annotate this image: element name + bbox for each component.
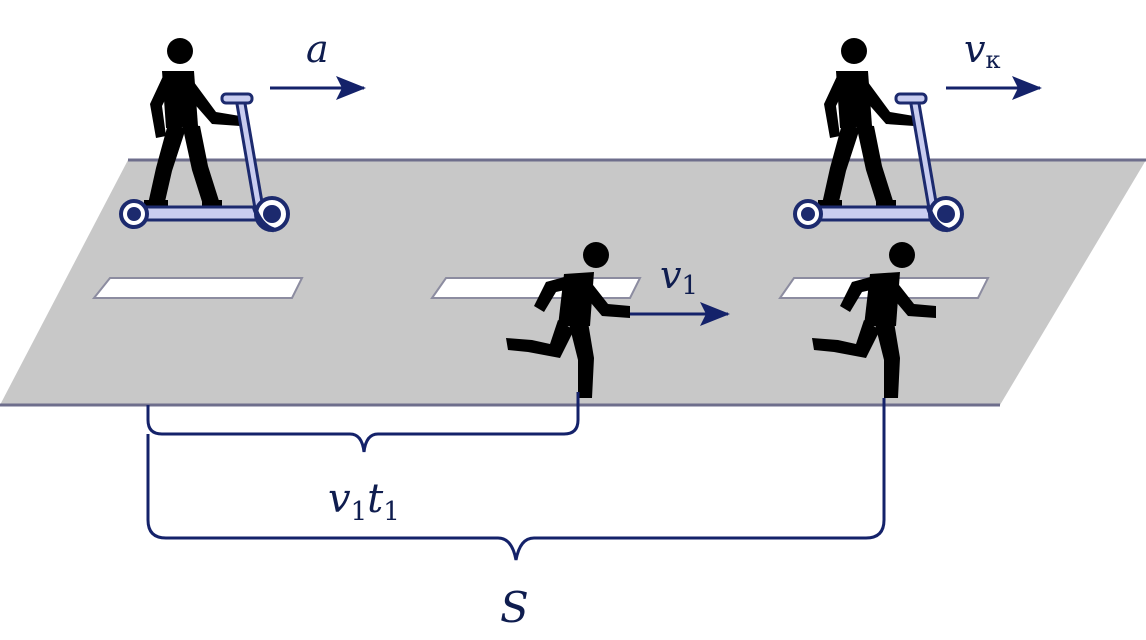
- runner-distance-label: v1t1: [328, 476, 400, 527]
- final-speed-label: vк: [964, 27, 1000, 74]
- person-on-scooter-icon: [795, 38, 962, 230]
- lane-mark: [430, 277, 642, 299]
- total-distance-label: S: [500, 583, 529, 632]
- lane-mark: [91, 277, 304, 299]
- acceleration-label: a: [306, 27, 329, 71]
- person-on-scooter-icon: [121, 38, 288, 230]
- runner-distance-brace: [146, 392, 580, 453]
- runner-speed-label: v1: [660, 253, 698, 301]
- total-distance-brace: [146, 398, 886, 561]
